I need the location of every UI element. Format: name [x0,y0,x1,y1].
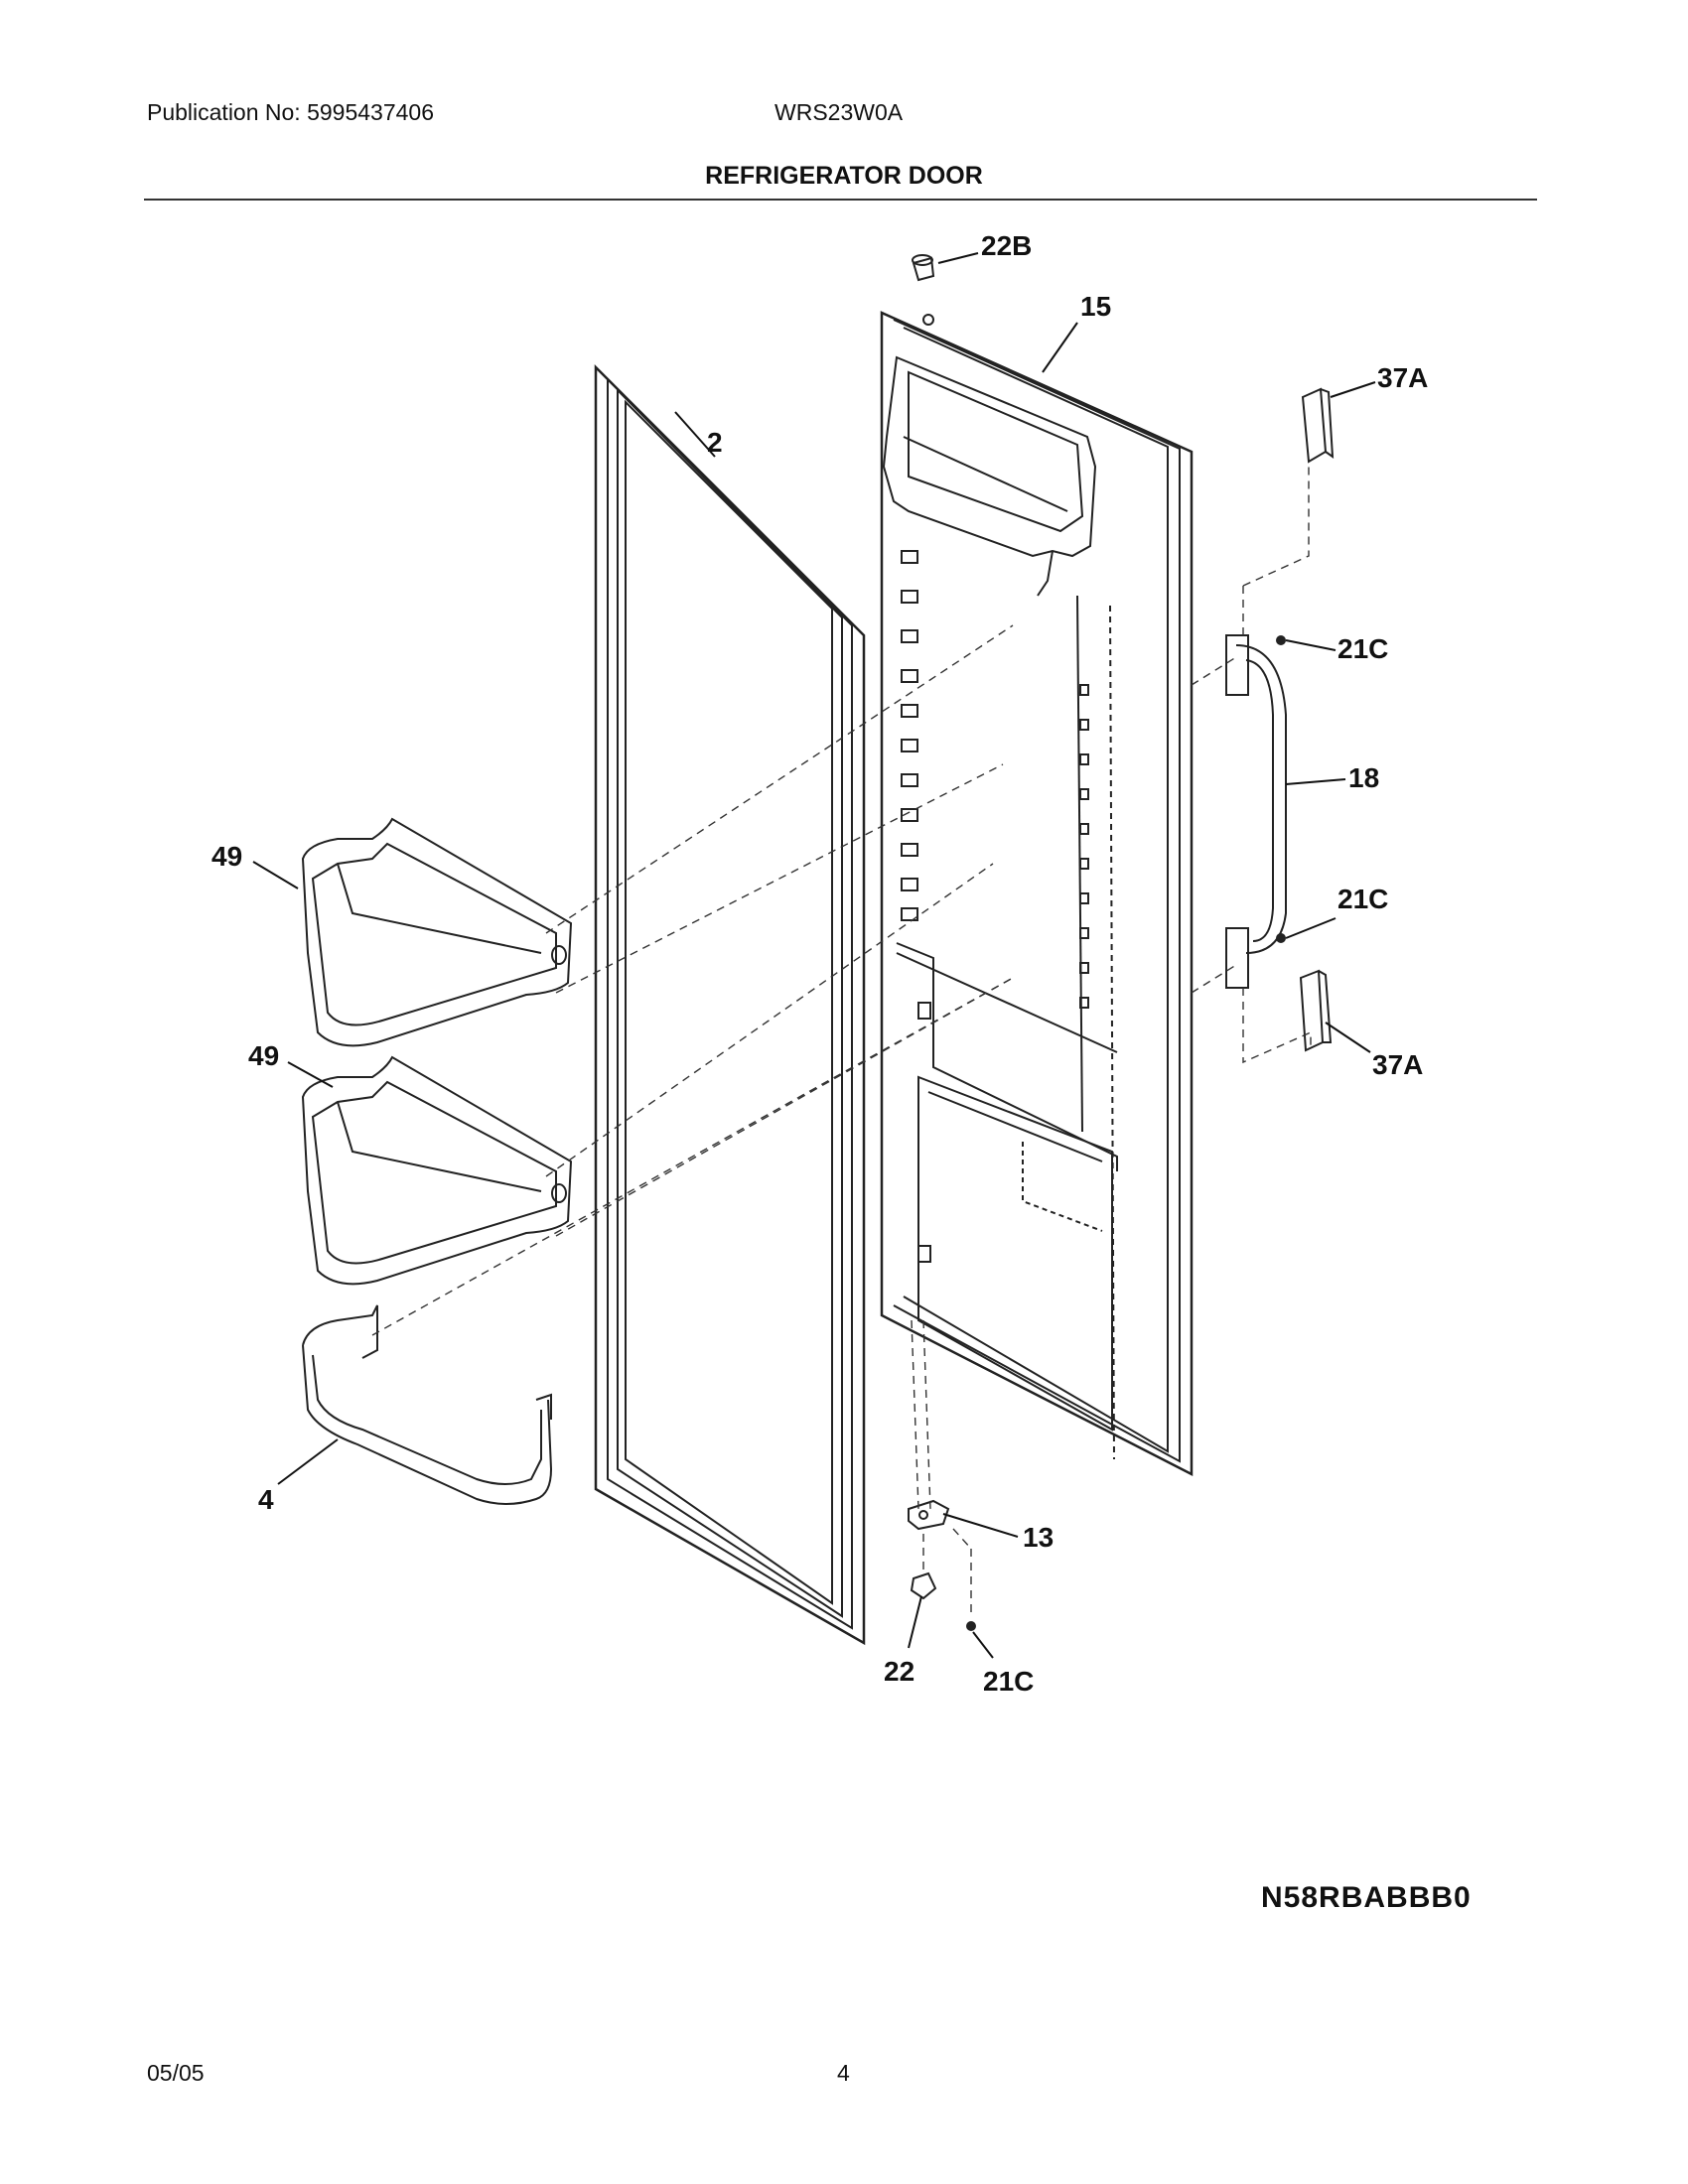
callout-22: 22 [884,1656,914,1687]
handle-endcap-part-37a-top [1301,387,1335,464]
callout-21c-middle: 21C [1337,884,1388,914]
screw-part-21c-bottom [966,1621,976,1631]
figure-code: N58RBABBB0 [1261,1881,1472,1914]
callout-21c-top: 21C [1337,633,1388,664]
model-number: WRS23W0A [774,99,904,125]
hinge-bushing-part-22 [910,1571,937,1600]
door-bin-part-49-upper [301,817,573,1047]
door-gasket-part-2 [594,363,866,1646]
door-bin-part-4 [302,1304,553,1505]
publication-number: Publication No: 5995437406 [147,99,435,125]
callout-49-lower: 49 [248,1040,279,1071]
header-rule [144,199,1537,201]
callout-13: 13 [1023,1522,1054,1553]
callout-15: 15 [1080,291,1111,322]
hinge-bushing-part-22b [912,254,935,326]
page-title: REFRIGERATOR DOOR [705,162,983,190]
callout-37a-top: 37A [1377,362,1428,393]
footer-date: 05/05 [147,2060,205,2086]
screw-part-21c-top [1276,635,1286,645]
assembly-guide-lines [371,462,1312,1618]
callout-37a-bottom: 37A [1372,1049,1423,1080]
door-bin-part-49-lower [301,1055,573,1286]
callout-2: 2 [707,427,723,458]
callout-leaders [252,252,1376,1659]
callout-18: 18 [1348,762,1379,793]
door-liner-part-15 [880,311,1194,1477]
handle-endcap-part-37a-bottom [1299,969,1333,1052]
door-handle-part-18 [1225,634,1287,989]
page-number: 4 [837,2060,850,2086]
callout-49-upper: 49 [211,841,242,872]
screw-part-21c-middle [1276,933,1286,943]
callout-21c-bottom: 21C [983,1666,1034,1697]
callout-22b: 22B [981,230,1032,261]
callout-4: 4 [258,1484,274,1515]
hinge-part-13 [908,1499,950,1531]
